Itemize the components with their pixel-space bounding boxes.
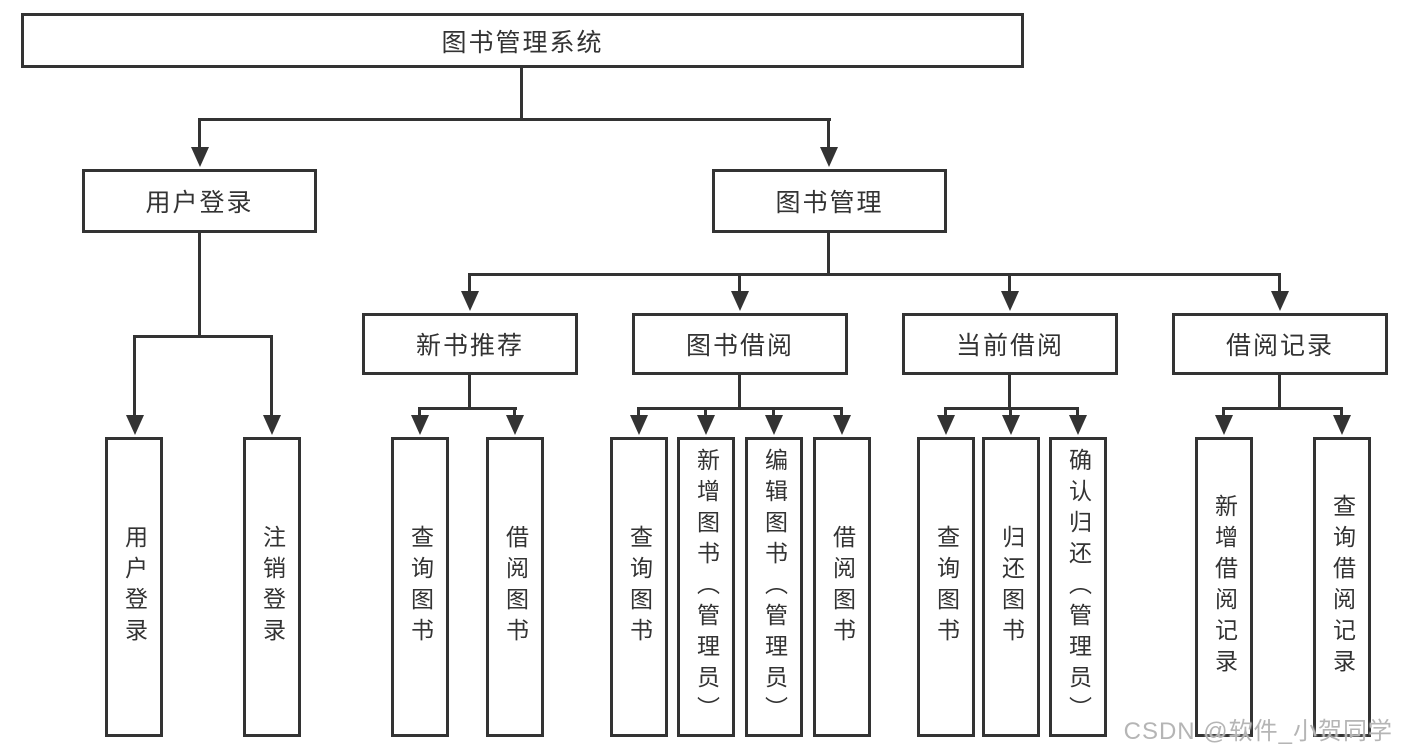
- connector-user-login-stem: [198, 233, 201, 337]
- leaf-query-books-borrowing: 查询图书: [610, 437, 668, 737]
- arrowhead-icon: [461, 291, 479, 311]
- node-book-borrowing: 图书借阅: [632, 313, 848, 375]
- connector-to-book-borrowing: [738, 273, 741, 293]
- connector-to-leaf-logout: [270, 335, 273, 417]
- connector-to-leaf-user-login: [133, 335, 136, 417]
- connector-book-management-stem: [827, 233, 830, 275]
- leaf-edit-books-admin: 编辑图书（管理员）: [745, 437, 803, 737]
- connector-to-leaf: [1009, 407, 1012, 417]
- arrowhead-icon: [126, 415, 144, 435]
- arrowhead-icon: [820, 147, 838, 167]
- arrowhead-icon: [1333, 415, 1351, 435]
- leaf-confirm-return-admin: 确认归还（管理员）: [1049, 437, 1107, 737]
- node-current-borrowing: 当前借阅: [902, 313, 1118, 375]
- arrowhead-icon: [697, 415, 715, 435]
- connector-to-leaf: [513, 407, 516, 417]
- leaf-borrow-books-recommend: 借阅图书: [486, 437, 544, 737]
- arrowhead-icon: [1002, 415, 1020, 435]
- node-new-book-recommendation: 新书推荐: [362, 313, 578, 375]
- connector-user-login-bus: [133, 335, 273, 338]
- connector-to-book-management: [827, 118, 830, 149]
- arrowhead-icon: [833, 415, 851, 435]
- connector-to-leaf: [704, 407, 707, 417]
- node-book-management: 图书管理: [712, 169, 947, 233]
- connector-records-stem: [1278, 375, 1281, 409]
- arrowhead-icon: [1069, 415, 1087, 435]
- connector-to-leaf: [1340, 407, 1343, 417]
- connector-to-user-login: [198, 118, 201, 149]
- leaf-add-books-admin: 新增图书（管理员）: [677, 437, 735, 737]
- connector-recommend-stem: [468, 375, 471, 409]
- arrowhead-icon: [1271, 291, 1289, 311]
- connector-to-leaf: [840, 407, 843, 417]
- leaf-borrow-books-borrowing: 借阅图书: [813, 437, 871, 737]
- arrowhead-icon: [1215, 415, 1233, 435]
- arrowhead-icon: [191, 147, 209, 167]
- arrowhead-icon: [411, 415, 429, 435]
- connector-to-leaf: [1076, 407, 1079, 417]
- arrowhead-icon: [630, 415, 648, 435]
- arrowhead-icon: [731, 291, 749, 311]
- connector-records-bus: [1222, 407, 1343, 410]
- leaf-return-books: 归还图书: [982, 437, 1040, 737]
- node-user-login-branch: 用户登录: [82, 169, 317, 233]
- leaf-query-books-current: 查询图书: [917, 437, 975, 737]
- node-borrowing-records: 借阅记录: [1172, 313, 1388, 375]
- arrowhead-icon: [506, 415, 524, 435]
- connector-to-leaf: [418, 407, 421, 417]
- connector-root-stem: [520, 68, 523, 119]
- connector-level2-bus: [198, 118, 831, 121]
- connector-to-new-book-recommendation: [468, 273, 471, 293]
- connector-borrowing-bus: [637, 407, 843, 410]
- connector-borrowing-stem: [738, 375, 741, 409]
- leaf-logout: 注销登录: [243, 437, 301, 737]
- connector-current-stem: [1008, 375, 1011, 409]
- connector-to-borrowing-records: [1278, 273, 1281, 293]
- connector-to-leaf: [1222, 407, 1225, 417]
- connector-recommend-bus: [418, 407, 517, 410]
- arrowhead-icon: [937, 415, 955, 435]
- leaf-query-borrow-record: 查询借阅记录: [1313, 437, 1371, 737]
- leaf-user-login: 用户登录: [105, 437, 163, 737]
- arrowhead-icon: [1001, 291, 1019, 311]
- arrowhead-icon: [263, 415, 281, 435]
- arrowhead-icon: [765, 415, 783, 435]
- leaf-query-books-recommend: 查询图书: [391, 437, 449, 737]
- leaf-add-borrow-record: 新增借阅记录: [1195, 437, 1253, 737]
- node-library-management-system: 图书管理系统: [21, 13, 1024, 68]
- connector-to-leaf: [944, 407, 947, 417]
- connector-to-leaf: [637, 407, 640, 417]
- csdn-watermark: CSDN @软件_小贺同学: [1123, 718, 1393, 745]
- connector-level3-bus: [468, 273, 1281, 276]
- connector-to-current-borrowing: [1008, 273, 1011, 293]
- connector-to-leaf: [772, 407, 775, 417]
